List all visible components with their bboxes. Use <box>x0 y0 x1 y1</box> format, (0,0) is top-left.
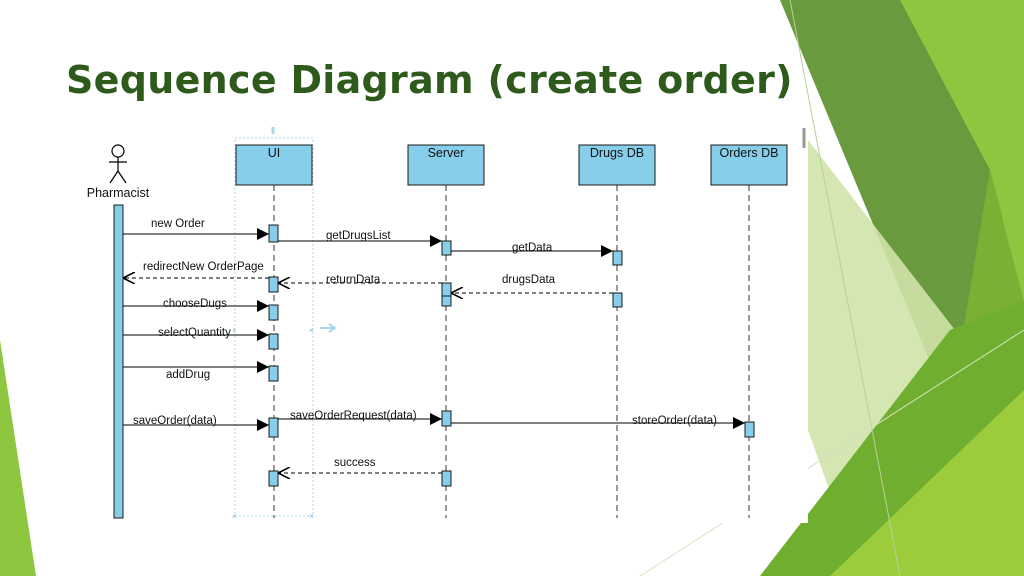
ui-selection-corner-mr: × <box>309 326 314 335</box>
ui-selection-corner-ml: × <box>232 326 237 335</box>
participant-drugs-db-label: Drugs DB <box>590 146 644 160</box>
activation-drugs-db <box>612 292 623 308</box>
resize-arrow-icon <box>320 323 337 333</box>
participant-server-label: Server <box>428 146 465 160</box>
activation-drugs-db <box>612 250 623 266</box>
ui-selection-corner-tr: × <box>309 512 314 521</box>
activation-ui <box>268 365 279 382</box>
message-label: storeOrder(data) <box>632 415 717 427</box>
stick-figure-leg-right <box>117 170 127 184</box>
activation-ui <box>268 470 279 487</box>
participant-server-box <box>407 144 485 186</box>
message-label: getData <box>512 242 553 254</box>
activation-ui <box>268 276 279 293</box>
message-label: addDrug <box>166 369 210 381</box>
bg-thin-line <box>789 0 901 576</box>
bg-shape-top-right-light <box>900 0 1024 300</box>
message-label: getDrugsList <box>326 230 391 242</box>
sequence-diagram: × × × × Pharmacist UI Server Drugs DB Or… <box>70 125 808 523</box>
actor-name: Pharmacist <box>87 186 150 200</box>
activation-server <box>441 295 452 307</box>
participant-drugs-db-box <box>578 144 656 186</box>
participant-ui-box <box>235 144 313 186</box>
activation-ui <box>268 333 279 350</box>
participant-orders-db-label: Orders DB <box>719 146 778 160</box>
bg-shape-bottom-right-light <box>830 390 1024 576</box>
activation-server <box>441 410 452 427</box>
bg-shape-left-sliver <box>0 340 36 576</box>
message-label: saveOrderRequest(data) <box>290 410 417 422</box>
message-label: chooseDugs <box>163 298 227 310</box>
message-label: saveOrder(data) <box>133 415 217 427</box>
message-label: returnData <box>326 274 381 286</box>
activation-ui <box>268 417 279 438</box>
activation-server <box>441 282 452 297</box>
participant-ui-label: UI <box>268 146 281 160</box>
ui-selection-corner-tl: × <box>232 512 237 521</box>
activation-orders-db <box>744 421 755 438</box>
activation-server <box>441 240 452 256</box>
activation-ui <box>268 304 279 321</box>
message-label: new Order <box>151 218 205 230</box>
message-label: redirectNew OrderPage <box>143 261 264 273</box>
activation-server <box>441 470 452 487</box>
stick-figure-leg-left <box>109 170 119 184</box>
activation-ui <box>268 224 279 243</box>
actor-pharmacist: Pharmacist <box>87 144 150 200</box>
diagram-card <box>70 125 808 523</box>
participant-orders-db-box <box>710 144 788 186</box>
activation-pharmacist <box>113 204 124 519</box>
bg-thin-line-2 <box>639 329 1024 576</box>
message-label: success <box>334 457 376 469</box>
message-label: selectQuantity <box>158 327 231 339</box>
message-label: drugsData <box>502 274 556 286</box>
slide-title: Sequence Diagram (create order) <box>66 58 793 102</box>
